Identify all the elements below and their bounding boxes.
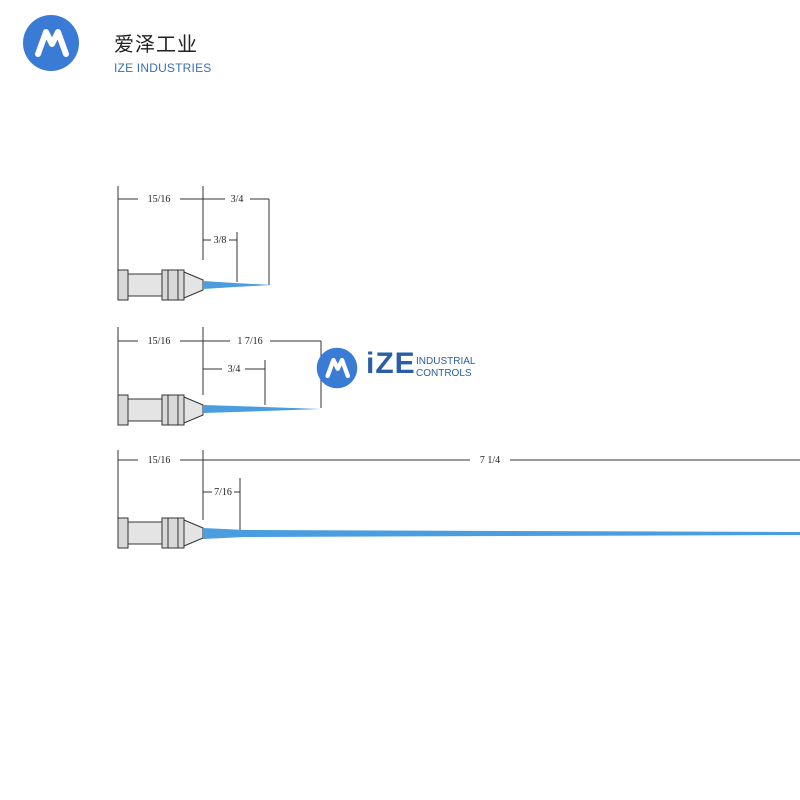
ize-swirl-logo-icon — [23, 15, 79, 71]
ize-swirl-logo-icon — [316, 347, 358, 389]
probe-3: 15/16 7 1/4 7/16 — [117, 450, 800, 549]
probe-2: 15/16 1 7/16 3/4 — [117, 327, 322, 426]
brand-name-cn: 爱泽工业 — [114, 32, 198, 56]
brand-header: 爱泽工业 IZE INDUSTRIES — [22, 14, 222, 78]
brand-name-en: IZE INDUSTRIES — [114, 61, 212, 75]
probe-body — [117, 517, 204, 549]
dim-body-length: 15/16 — [148, 336, 171, 347]
dim-tip-inner: 3/4 — [228, 364, 241, 375]
dim-tip-inner: 7/16 — [214, 487, 232, 498]
probe-tip — [203, 405, 321, 413]
dim-body-length: 15/16 — [148, 455, 171, 466]
dim-body-length: 15/16 — [148, 194, 171, 205]
probe-body — [117, 269, 204, 301]
probe-tip — [203, 281, 272, 289]
watermark-brand: iZE — [366, 347, 416, 380]
probe-body — [117, 394, 204, 426]
dimension-lines — [117, 186, 270, 285]
dim-tip-total: 1 7/16 — [237, 336, 262, 347]
dim-tip-inner: 3/8 — [214, 235, 227, 246]
dim-tip-total: 7 1/4 — [480, 455, 500, 466]
dimension-lines — [117, 450, 800, 530]
probe-tip — [203, 528, 800, 539]
probe-1: 15/16 3/4 3/8 — [117, 186, 272, 301]
dim-tip-total: 3/4 — [231, 194, 244, 205]
